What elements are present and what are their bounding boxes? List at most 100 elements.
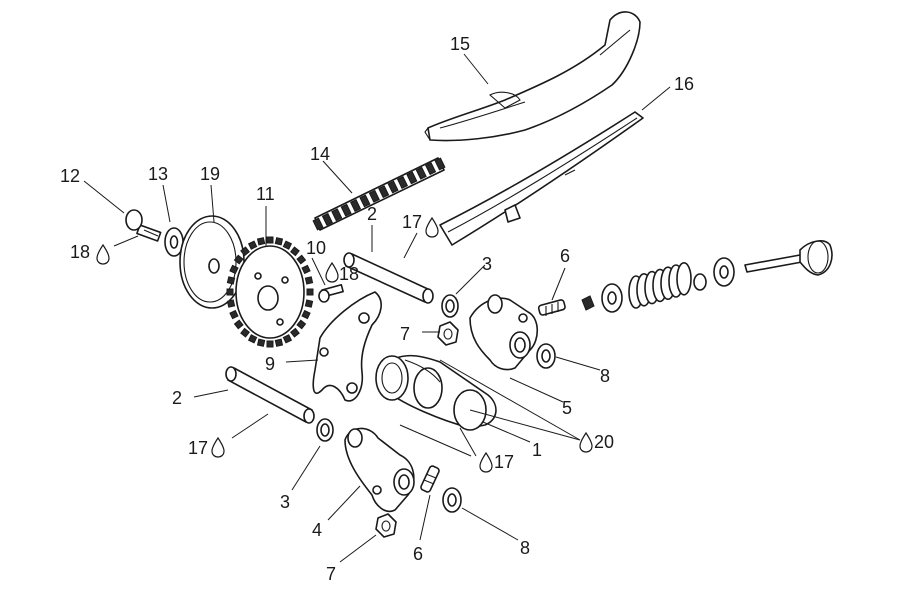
chain-link xyxy=(425,162,437,176)
sprocket-tooth xyxy=(290,246,300,257)
part-8-lower-washer xyxy=(442,487,462,513)
sprocket-tooth xyxy=(274,237,284,246)
sprocket-tooth xyxy=(229,309,239,320)
part-8-upper-washer xyxy=(536,343,556,369)
part-16-chain-guide xyxy=(439,111,644,246)
sprocket-tooth xyxy=(266,340,274,348)
callout-12: 12 xyxy=(60,166,80,186)
sprocket-tooth xyxy=(226,288,234,296)
sprocket-tooth xyxy=(256,237,266,246)
part-5-upper-rocker-arm xyxy=(469,294,539,371)
lubricant-drop-icons xyxy=(96,216,593,473)
part-1-camshaft xyxy=(375,354,497,431)
callout-1: 1 xyxy=(532,440,542,460)
chain-link xyxy=(368,189,380,203)
part-9-bracket-plate xyxy=(312,291,382,402)
part-3-upper-washer xyxy=(441,294,459,318)
chain-link xyxy=(312,217,324,231)
callout-6-upper: 6 xyxy=(560,246,570,266)
drop-icon-20 xyxy=(579,431,593,453)
drop-icon-17-lower xyxy=(479,451,493,473)
sprocket-tooth xyxy=(256,338,266,347)
spring-coil xyxy=(676,261,692,296)
part-6-lower-adjuster xyxy=(420,465,440,493)
callout-11: 11 xyxy=(256,184,275,204)
chain-link xyxy=(340,203,352,217)
sprocket-tooth xyxy=(282,334,293,344)
sprocket-tooth xyxy=(240,246,250,257)
callout-20: 20 xyxy=(594,432,614,452)
callout-17-upper: 17 xyxy=(402,212,422,232)
callout-6-lower: 6 xyxy=(413,544,423,564)
part-7-lower-nut xyxy=(375,513,397,538)
callout-17-left: 17 xyxy=(188,438,208,458)
drop-icon-18-left xyxy=(96,243,110,265)
chain-link xyxy=(415,166,427,180)
part-7-upper-nut xyxy=(437,321,459,346)
part-10-bolt xyxy=(318,284,344,303)
callout-17-lower: 17 xyxy=(494,452,514,472)
part-4-lower-rocker-arm xyxy=(344,427,415,513)
callout-18-left: 18 xyxy=(70,242,90,262)
part-2-upper-pin xyxy=(343,252,434,304)
callout-7-upper: 7 xyxy=(400,324,410,344)
part-2-lower-pin xyxy=(225,366,315,424)
sprocket-tooth xyxy=(304,276,314,285)
sprocket-tooth xyxy=(274,338,284,347)
drop-icon-17-left xyxy=(211,436,225,458)
chain-link xyxy=(321,212,333,226)
sprocket-tooth xyxy=(296,319,307,330)
sprocket-tooth xyxy=(282,240,293,250)
callout-18-right: 18 xyxy=(339,264,359,284)
callout-4: 4 xyxy=(312,520,322,540)
chain-link xyxy=(406,171,418,185)
drop-icon-17-upper xyxy=(425,216,439,238)
callout-labels: 12 13 19 18 11 14 15 16 2 17 3 6 10 18 7… xyxy=(60,34,694,584)
callout-8-lower: 8 xyxy=(520,538,530,558)
valve-assembly xyxy=(581,240,833,313)
chain-link xyxy=(396,175,409,189)
part-13-washer xyxy=(164,227,184,257)
sprocket-tooth xyxy=(304,299,314,308)
callout-13: 13 xyxy=(148,164,168,184)
callout-9: 9 xyxy=(265,354,275,374)
part-19-disc xyxy=(179,215,245,309)
callout-2-lower: 2 xyxy=(172,388,182,408)
part-12-bolt xyxy=(125,209,162,242)
sprocket-tooth xyxy=(229,264,239,275)
part-15-chain-slider xyxy=(424,11,641,142)
chain-link xyxy=(359,194,371,208)
sprocket-tooth xyxy=(233,319,244,330)
drop-icon-18-right xyxy=(325,261,339,283)
sprocket-tooth xyxy=(226,299,236,308)
part-11-sprocket xyxy=(226,236,314,348)
sprocket-tooth xyxy=(290,327,300,338)
leader-lines xyxy=(83,53,671,563)
callout-16: 16 xyxy=(674,74,694,94)
sprocket-tooth xyxy=(301,309,311,320)
callout-19: 19 xyxy=(200,164,220,184)
chain-link xyxy=(387,180,399,194)
callout-7-lower: 7 xyxy=(326,564,336,584)
sprocket-tooth xyxy=(301,264,311,275)
callout-2-upper: 2 xyxy=(367,204,377,224)
callout-3-lower: 3 xyxy=(280,492,290,512)
sprocket-tooth xyxy=(266,236,274,244)
chain-link xyxy=(378,185,390,199)
sprocket-tooth xyxy=(306,288,314,296)
sprocket-tooth xyxy=(233,254,244,265)
callout-15: 15 xyxy=(450,34,470,54)
part-14-timing-chain xyxy=(312,157,446,231)
part-3-lower-washer xyxy=(316,418,334,442)
sprocket-tooth xyxy=(240,327,250,338)
chain-link xyxy=(349,199,362,213)
sprocket-tooth xyxy=(226,276,236,285)
sprocket-tooth xyxy=(247,240,258,250)
callout-14: 14 xyxy=(310,144,330,164)
sprocket-tooth xyxy=(296,254,307,265)
callout-5: 5 xyxy=(562,398,572,418)
part-6-upper-adjuster xyxy=(537,299,566,316)
callout-3-upper: 3 xyxy=(482,254,492,274)
chain-link xyxy=(434,157,446,171)
